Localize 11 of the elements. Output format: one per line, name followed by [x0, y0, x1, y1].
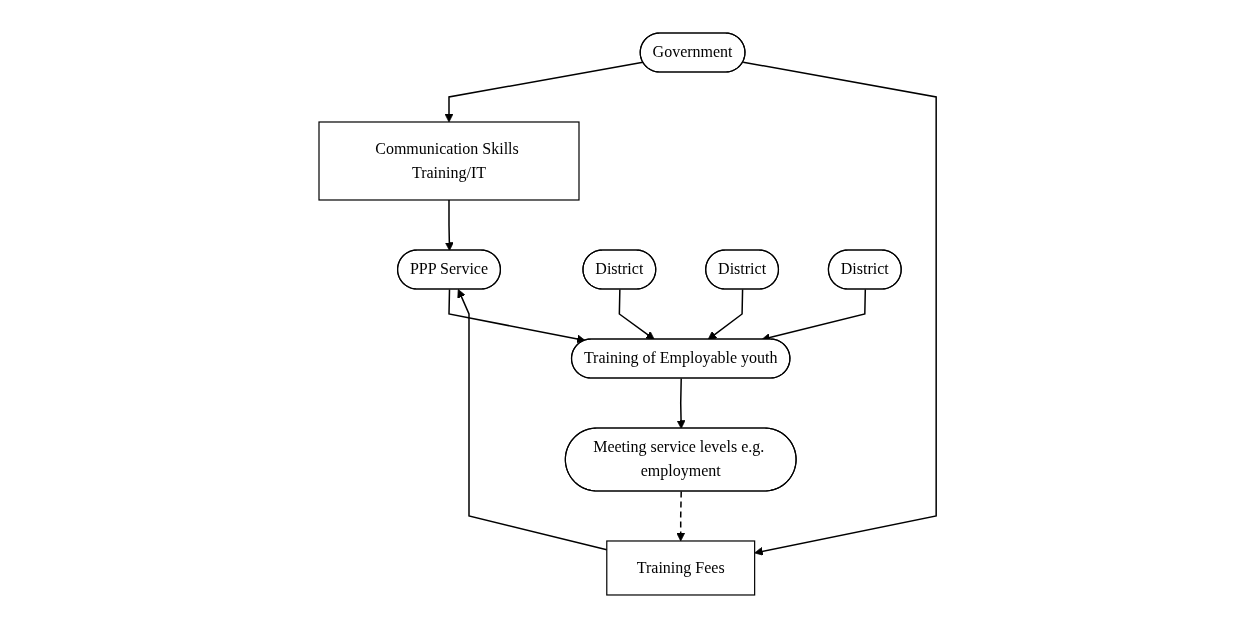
node-box: Training Fees [606, 540, 756, 596]
arrow [708, 288, 744, 340]
arrow [742, 61, 938, 556]
arrow [619, 288, 656, 340]
arrow [457, 289, 608, 551]
node-box: Communication Skills Training/IT [318, 121, 580, 201]
arrow [677, 377, 686, 429]
arrow [445, 199, 455, 251]
arrow [676, 490, 686, 542]
arrow [448, 288, 586, 344]
arrow [445, 61, 645, 123]
